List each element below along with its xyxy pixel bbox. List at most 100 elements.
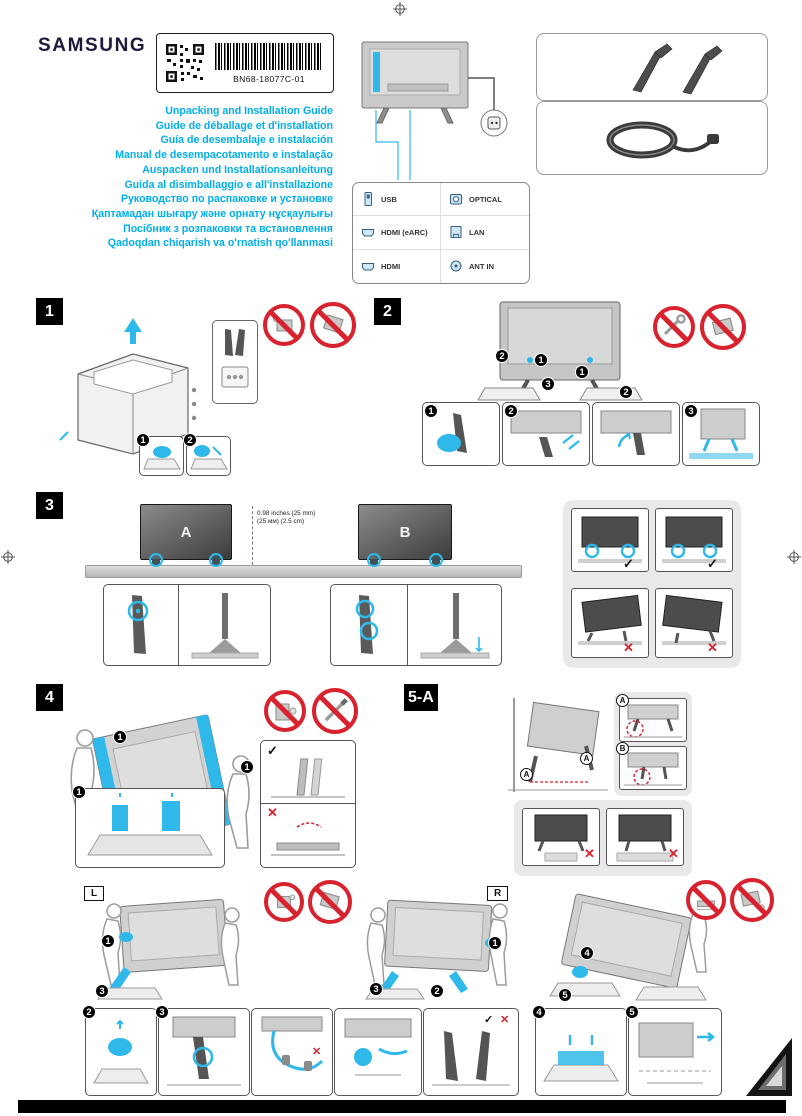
- foot-position-a: [619, 698, 687, 742]
- title-english: Unpacking and Installation Guide: [165, 105, 333, 117]
- step-circle: 1: [240, 760, 254, 774]
- step-circle: 3: [155, 1005, 169, 1019]
- step-circle: 5: [558, 988, 572, 1002]
- step-circle: 3: [541, 377, 555, 391]
- stand-legs-icon: [632, 43, 723, 95]
- tv-rear-diagram: [348, 36, 543, 187]
- wrong-placement-left: [571, 588, 649, 658]
- check-mark: ✓: [267, 743, 278, 758]
- port-hdmi-earc: HDMI (eARC): [353, 216, 441, 250]
- title-kazakh: Қаптамадан шығару және орнату нұсқаулығы: [91, 207, 333, 220]
- diagram-a-label: A: [616, 694, 629, 707]
- prohibition-press-screen-icon: [264, 690, 306, 732]
- foot-highlight-ring: [367, 553, 381, 567]
- foam-clamp-detail-panel: [75, 788, 225, 868]
- step-circle: 1: [575, 365, 589, 379]
- samsung-logo: SAMSUNG: [38, 35, 147, 56]
- position-a-label: A: [520, 768, 533, 781]
- final-check-detail-panel: ✓ ✕: [423, 1008, 519, 1096]
- cross-mark: ✕: [267, 805, 278, 820]
- wrong-flat-icon: [271, 822, 345, 856]
- foot-position-b: [619, 746, 687, 790]
- port-antenna: ANT IN: [441, 250, 529, 283]
- step-circle: 1: [101, 934, 115, 948]
- step-circle: 3: [95, 984, 109, 998]
- section-4-number: 4: [36, 684, 63, 711]
- cross-mark: ✕: [668, 846, 679, 861]
- antenna-port-icon: [450, 260, 462, 272]
- position-a-label: A: [580, 752, 593, 765]
- step-circle: 1: [424, 404, 438, 418]
- port-usb: USB: [353, 183, 441, 217]
- foot-highlight-ring: [429, 553, 443, 567]
- wrong-furniture-panel: ✕ ✕: [514, 800, 692, 876]
- lean-right-wrong-panel: ✓ ✕: [260, 740, 356, 868]
- prohibition-sharp-tool-icon: [312, 688, 358, 734]
- port-label: HDMI: [381, 261, 401, 271]
- title-uzbek: Qadoqdan chiqarish va o'rnatish qo'llanm…: [107, 237, 333, 250]
- section-5a-number: 5-A: [404, 684, 438, 711]
- cable-tidy-detail-panel: [334, 1008, 422, 1096]
- check-mark: ✓: [484, 1014, 494, 1026]
- port-lan: LAN: [441, 216, 529, 250]
- carry-left-illustration: [80, 895, 260, 1008]
- step-circle: 1: [488, 936, 502, 950]
- title-french: Guide de déballage et d'installation: [155, 119, 333, 132]
- cross-mark: ✕: [584, 846, 595, 861]
- tv-model-b: B: [358, 504, 452, 560]
- prohibition-wrong-angle-icon: [700, 304, 746, 350]
- product-label: BN68-18077C-01: [156, 33, 334, 93]
- port-label: LAN: [469, 227, 485, 237]
- placement-rules-panel: ✓ ✓ ✕ ✕: [563, 500, 741, 668]
- title-italian: Guida al disimballaggio e all'installazi…: [124, 178, 333, 191]
- wrong-furniture-right: [606, 808, 684, 866]
- step-circle: 2: [504, 404, 518, 418]
- tv-a-stand-detail-panel: [103, 584, 271, 666]
- barcode: [215, 43, 323, 70]
- measurement-guide-line: [252, 506, 253, 565]
- step-circle: 1: [72, 785, 86, 799]
- section-3-number: 3: [36, 492, 63, 519]
- stand-parts-icon: [221, 329, 249, 388]
- check-mark: ✓: [707, 556, 718, 571]
- footer-print-bar: [18, 1100, 786, 1113]
- wrong-placement-right: [655, 588, 733, 658]
- port-optical: OPTICAL: [441, 183, 529, 217]
- check-mark: ✓: [623, 556, 634, 571]
- step-circle: 1: [534, 353, 548, 367]
- tv-side-view-icon: [191, 593, 259, 659]
- hdmi-earc-port-icon: [362, 229, 374, 237]
- optical-port-icon: [450, 194, 462, 205]
- title-german: Auspacken und Installationsanleitung: [142, 163, 333, 176]
- detach-foam-detail-panel: [85, 1008, 157, 1096]
- prohibition-grip-panel-icon: [264, 882, 304, 922]
- step-circle: 2: [82, 1005, 96, 1019]
- foam-corner-detail-panel: [535, 1008, 627, 1096]
- tv-model-a: A: [140, 504, 232, 560]
- prohibition-carry-alone-icon: [263, 304, 305, 346]
- slide-tv-detail-panel: [628, 1008, 722, 1096]
- step-circle: 5: [625, 1005, 639, 1019]
- port-label: OPTICAL: [469, 194, 502, 204]
- leg-insert-detail-panel: [502, 402, 590, 466]
- table-surface: [85, 565, 522, 578]
- usb-port-icon: [364, 192, 372, 207]
- cross-mark: ✕: [707, 640, 718, 655]
- left-side-label: L: [84, 886, 105, 901]
- step-circle: 2: [495, 349, 509, 363]
- tv-side-view-icon: [420, 593, 490, 659]
- step2-detail-panel: [186, 436, 231, 476]
- registration-mark-left-icon: [1, 550, 15, 569]
- step-circle: 4: [532, 1005, 546, 1019]
- step-circle: 3: [369, 982, 383, 996]
- page-corner-fold-icon: [746, 1038, 792, 1101]
- section-1-number: 1: [36, 298, 63, 325]
- prohibition-no-tools-icon: [653, 306, 695, 348]
- power-cord-icon: [606, 121, 719, 159]
- lan-port-icon: [450, 226, 462, 239]
- right-side-label: R: [487, 886, 509, 901]
- stand-up-detail-panel: [158, 1008, 250, 1096]
- cross-mark: ✕: [312, 1046, 322, 1058]
- port-label: HDMI (eARC): [381, 227, 428, 237]
